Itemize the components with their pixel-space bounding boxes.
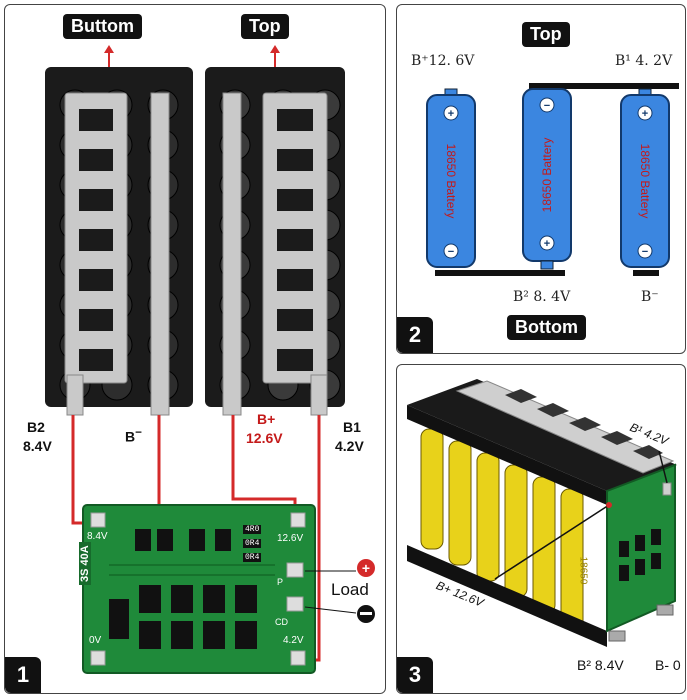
pad-p-label: P	[277, 577, 284, 587]
label-b-minus: B⁻	[641, 289, 659, 305]
tag-top: Top	[522, 22, 570, 47]
panel-3-assembled-pack: 18650 B¹ 4.2V B+ 12.6V B² 8.4V B- 0 3	[396, 364, 686, 694]
chip-label-2: 0R4	[243, 539, 262, 548]
pad-0v: 0V	[89, 635, 102, 646]
svg-text:+: +	[544, 238, 550, 250]
pad-cd-label: CD	[275, 617, 288, 627]
panel-2-illustration: + − − + + −	[426, 83, 679, 276]
label-load: Load	[331, 580, 369, 599]
battery-2-label: 18650 Battery	[540, 137, 554, 213]
cell-text: 18650	[577, 556, 589, 585]
tag-top: Top	[241, 14, 289, 39]
battery-1	[426, 88, 476, 268]
bms-board	[82, 504, 316, 674]
battery-3-label: 18650 Battery	[638, 143, 652, 219]
pad-8-4v: 8.4V	[87, 531, 108, 542]
label-b2-voltage: 8.4V	[23, 438, 52, 454]
label-b-minus-0: B- 0	[655, 657, 681, 673]
panel-number-1: 1	[5, 657, 41, 693]
battery-1-label: 18650 Battery	[444, 143, 458, 219]
label-b1: B1	[343, 419, 361, 435]
bms-board	[606, 463, 676, 633]
label-b-plus-12-6v: B⁺12. 6V	[411, 53, 475, 69]
battery-3	[620, 88, 670, 268]
label-b-plus: B+	[257, 411, 276, 427]
chip-label-3: 0R4	[243, 553, 262, 562]
svg-text:+: +	[642, 108, 648, 120]
label-b1-voltage: 4.2V	[335, 438, 364, 454]
svg-text:−: −	[642, 246, 648, 258]
battery-holder-top	[205, 67, 345, 416]
label-b2-8-4v: B² 8. 4V	[513, 289, 571, 305]
tag-buttom: Buttom	[63, 14, 142, 39]
chip-label-1: 4R0	[243, 525, 262, 534]
board-model-label: 3S 40A	[79, 542, 91, 585]
label-b-plus-voltage: 12.6V	[246, 430, 283, 446]
pad-4-2v: 4.2V	[283, 635, 304, 646]
svg-text:−: −	[448, 246, 454, 258]
label-b2: B2	[27, 419, 45, 435]
panel-number-2: 2	[397, 317, 433, 353]
panel-1-wiring-diagram: + Buttom Top B2 8.4V B− B+ 12.6V B1 4.2V…	[4, 4, 386, 694]
panel-3-illustration	[407, 379, 677, 647]
panel-number-3: 3	[397, 657, 433, 693]
plus-icon	[357, 559, 375, 577]
label-b-minus: B−	[125, 426, 142, 445]
pad-12-6v: 12.6V	[277, 533, 304, 544]
tag-bottom: Bottom	[507, 315, 586, 340]
battery-holder-bottom	[45, 67, 193, 416]
svg-text:−: −	[544, 100, 550, 112]
panel-2-schematic: + − − + + − 18650 Battery 18650 Battery 186…	[396, 4, 686, 354]
label-b2-8-4v: B² 8.4V	[577, 657, 624, 673]
battery-2	[522, 88, 572, 270]
svg-text:+: +	[362, 560, 370, 576]
panel-1-illustration: +	[45, 45, 375, 674]
svg-text:+: +	[448, 108, 454, 120]
label-b1-4-2v: B¹ 4. 2V	[615, 53, 673, 69]
